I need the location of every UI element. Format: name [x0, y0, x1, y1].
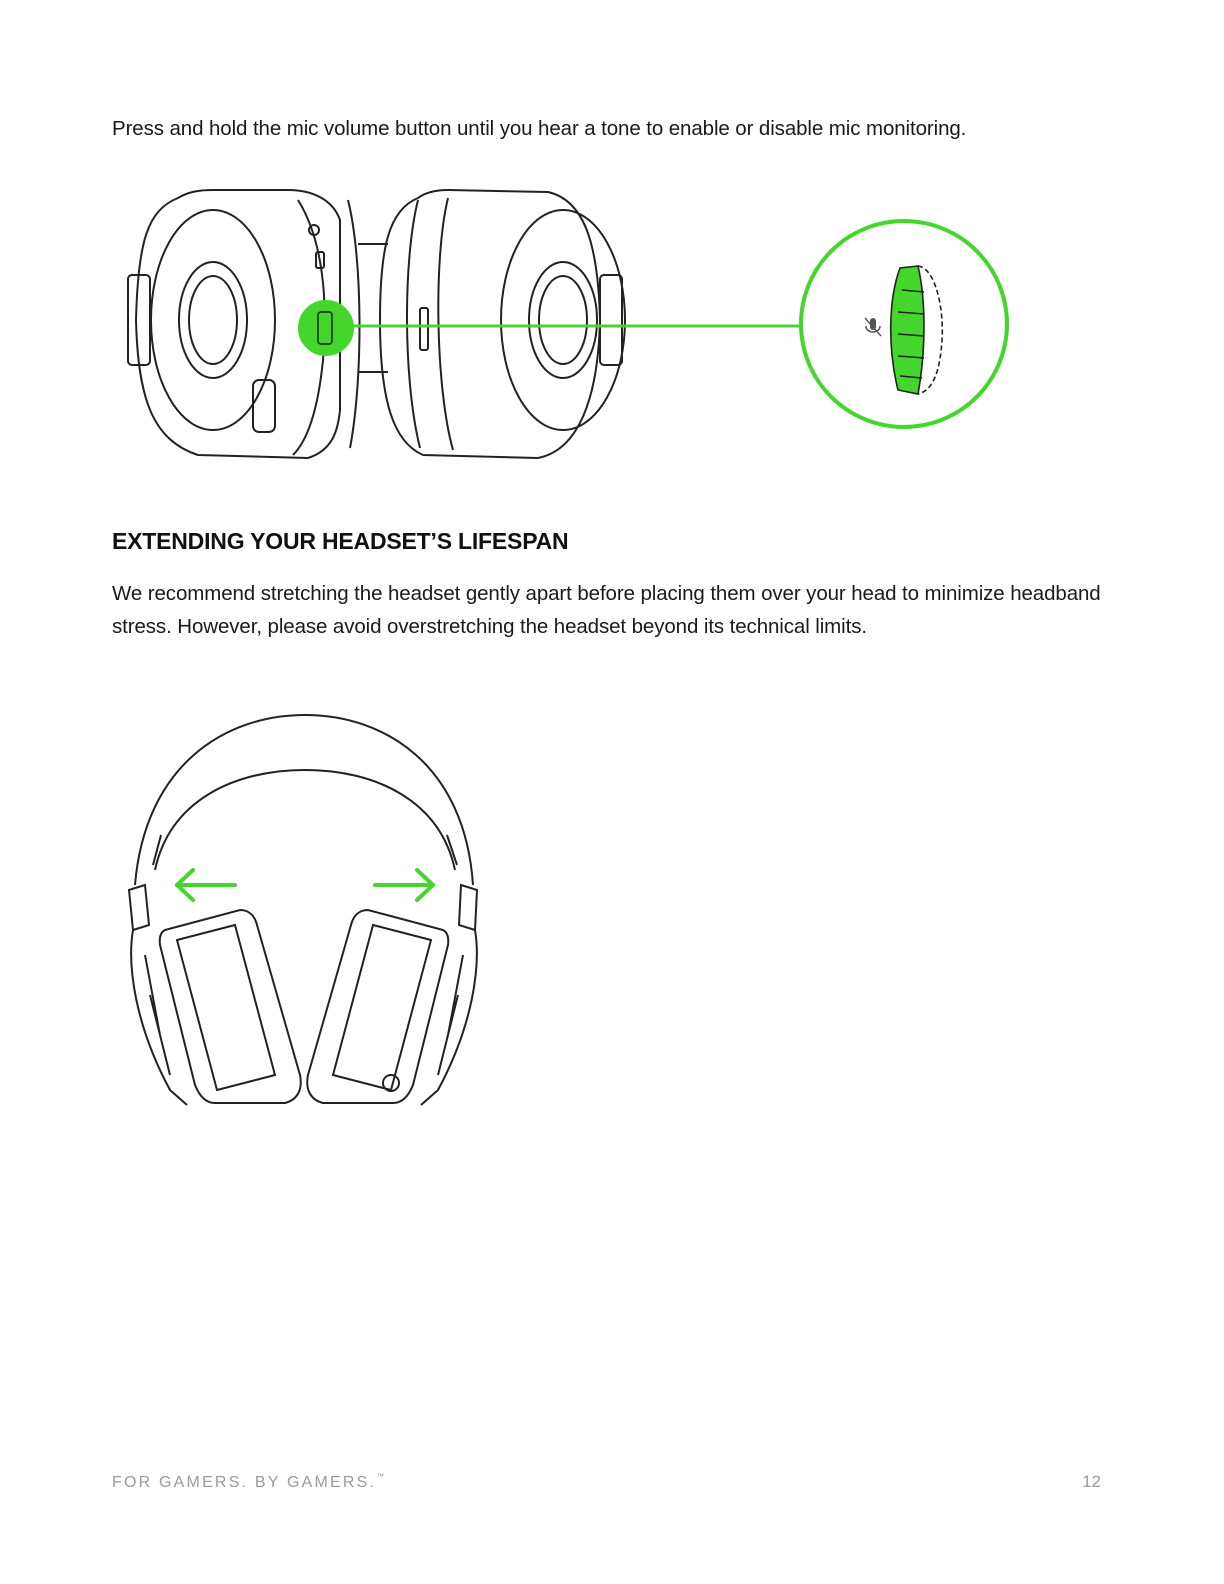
mic-volume-button-closeup	[889, 265, 944, 395]
section-body-paragraph: We recommend stretching the headset gent…	[112, 582, 1101, 638]
usb-port	[315, 251, 325, 269]
trademark-symbol: ™	[376, 1472, 385, 1481]
right-earcup-inner	[500, 209, 626, 431]
left-driver-ring	[178, 261, 248, 379]
left-yoke	[127, 883, 151, 932]
section-heading: EXTENDING YOUR HEADSET’S LIFESPAN	[112, 528, 569, 554]
headband-inner	[154, 768, 456, 871]
right-earcup	[306, 908, 450, 1104]
headphone-jack-icon	[308, 224, 320, 236]
stretch-left-arrow-icon	[175, 868, 237, 902]
headset-mic-button-illustration	[127, 188, 1009, 460]
right-yoke	[457, 883, 479, 932]
headband-outer	[134, 713, 474, 886]
footer-tagline: FOR GAMERS. BY GAMERS.™	[112, 1472, 385, 1491]
right-driver-ring	[528, 261, 598, 379]
right-volume-button	[419, 307, 429, 351]
intro-paragraph: Press and hold the mic volume button unt…	[112, 117, 967, 140]
mic-muted-icon	[864, 317, 882, 337]
stretch-right-arrow-icon	[373, 868, 435, 902]
page-number: 12	[1082, 1472, 1101, 1491]
left-earcup-outline	[134, 189, 341, 460]
left-earcup-inner	[150, 209, 276, 431]
right-earcup-outline	[378, 188, 602, 460]
headset-stretch-illustration	[127, 713, 479, 1106]
left-earcup	[158, 908, 302, 1104]
mic-button-highlight	[298, 300, 354, 356]
mic-boom	[252, 379, 276, 433]
left-headband-clip	[127, 274, 151, 366]
headphone-jack-icon	[382, 1074, 400, 1092]
